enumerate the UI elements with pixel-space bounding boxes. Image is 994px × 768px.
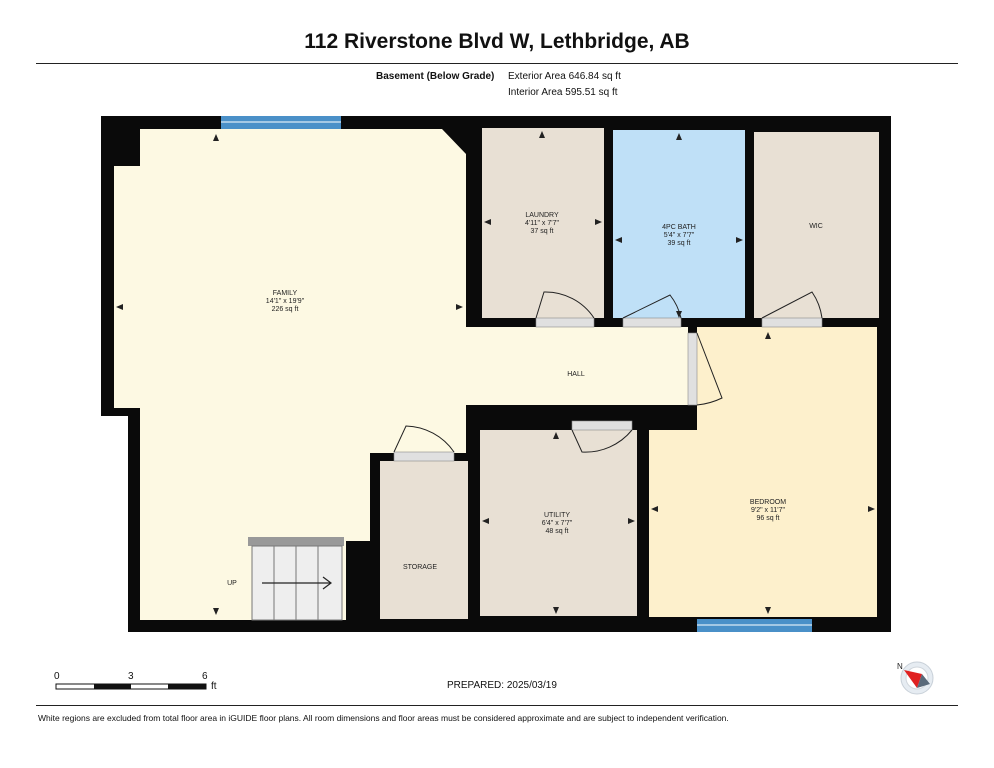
doors [393,317,823,462]
utility-area: 48 sq ft [546,528,569,535]
disclaimer-text: White regions are excluded from total fl… [38,713,729,723]
level-caption: Basement (Below Grade) [376,71,495,82]
storage-name: STORAGE [403,564,437,571]
bath-dims: 5'4" x 7'7" [664,232,695,239]
laundry-dims: 4'11" x 7'7" [525,220,559,227]
scale-label-3: 3 [128,671,134,682]
wic-name: WIC [809,223,823,230]
hall-name: HALL [567,371,585,378]
storage-floor [380,461,468,619]
scale-bar [55,683,207,690]
footer-divider [36,705,958,706]
compass-north-label: N [897,662,903,671]
bedroom-floor [697,327,877,617]
family-hall-floor [114,129,688,620]
stairs-up-label: UP [227,580,237,587]
bedroom-dims: 9'2" x 11'7" [751,507,785,514]
property-address-title: 112 Riverstone Blvd W, Lethbridge, AB [304,30,690,53]
interior-area: Interior Area 595.51 sq ft [508,87,618,98]
door-bedroom [687,332,698,406]
utility-floor [480,430,637,616]
door-wic [761,317,823,328]
door-swings [393,291,823,453]
door-utility [571,420,633,431]
bedroom-floor-lower [649,430,697,617]
compass-icon: N [897,661,934,695]
wic-floor [754,132,879,318]
bath-floor [613,130,745,318]
door-laundry [535,317,595,328]
prepared-date: PREPARED: 2025/03/19 [447,680,557,691]
header-divider [36,63,958,64]
laundry-area: 37 sq ft [531,228,554,235]
family-name: FAMILY [273,290,298,297]
laundry-name: LAUNDRY [525,212,559,219]
bedroom-area: 96 sq ft [757,515,780,522]
stairs [248,537,344,621]
scale-unit: ft [211,681,217,692]
bath-area: 39 sq ft [668,240,691,247]
excluded-region [101,416,128,632]
laundry-floor [482,128,604,318]
family-dims: 14'1" x 19'9" [266,298,305,305]
family-area: 226 sq ft [272,306,299,313]
dimension-arrows [116,131,875,615]
exterior-area: Exterior Area 646.84 sq ft [508,71,621,82]
bedroom-name: BEDROOM [750,499,786,506]
scale-label-6: 6 [202,671,208,682]
utility-name: UTILITY [544,512,570,519]
door-storage [393,451,455,462]
scale-label-0: 0 [54,671,60,682]
door-bath [622,317,682,328]
utility-dims: 6'4" x 7'7" [542,520,573,527]
bath-name: 4PC BATH [662,224,696,231]
